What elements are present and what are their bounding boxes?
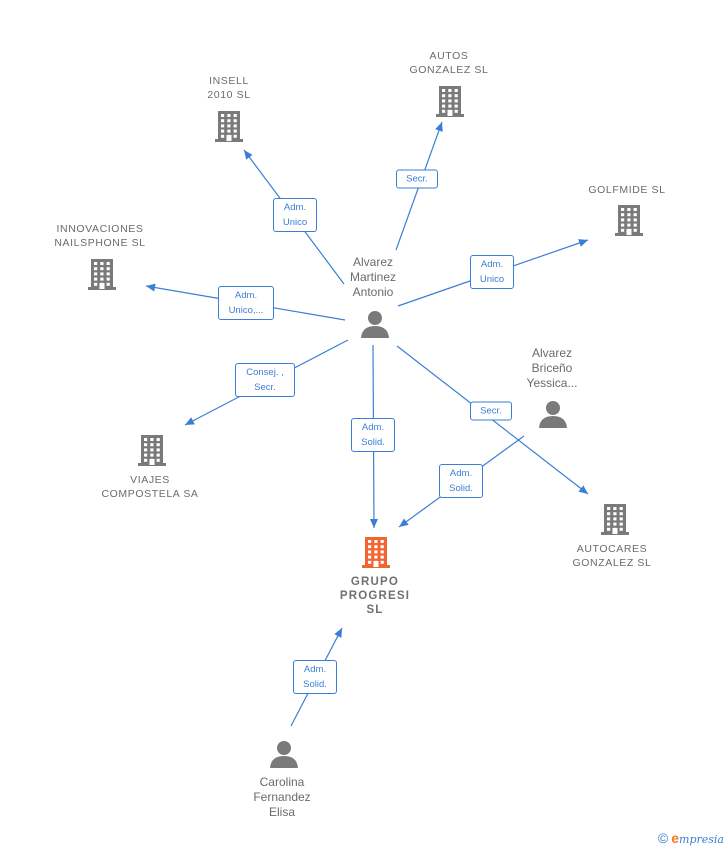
building-icon-viajes[interactable] <box>138 435 166 466</box>
building-icon-golfmide[interactable] <box>615 205 643 236</box>
edge-role-to-grupo-from-carolina[interactable]: Adm. Solid. <box>293 660 337 694</box>
brand-logo-text: mpresia <box>679 833 724 846</box>
edge-role-to-innovaciones[interactable]: Adm. Unico,... <box>218 286 274 320</box>
node-label-grupo-progresi[interactable]: GRUPO PROGRESI SL <box>339 576 411 616</box>
person-icon-alvarez-martinez[interactable] <box>361 311 389 338</box>
node-label-innovaciones[interactable]: INNOVACIONES NAILSPHONE SL <box>54 223 146 249</box>
footer-brand: ©empresia <box>658 830 724 846</box>
edge-role-to-golfmide[interactable]: Adm. Unico <box>470 255 514 289</box>
edge-role-to-viajes[interactable]: Consej. , Secr. <box>235 363 295 397</box>
edge-role-to-autocares[interactable]: Secr. <box>470 401 512 421</box>
edge-role-to-insell[interactable]: Adm. Unico <box>273 198 317 232</box>
person-icon-carolina[interactable] <box>270 741 298 768</box>
node-label-carolina[interactable]: Carolina Fernandez Elisa <box>253 775 311 819</box>
node-label-golfmide[interactable]: GOLFMIDE SL <box>588 184 666 196</box>
brand-logo-initial: e <box>671 830 680 846</box>
building-icon-insell[interactable] <box>215 111 243 142</box>
building-icon-autos-gonzalez[interactable] <box>436 86 464 117</box>
building-icon-autocares[interactable] <box>601 504 629 535</box>
node-label-autos-gonzalez[interactable]: AUTOS GONZALEZ SL <box>409 50 489 76</box>
edge-role-to-grupo-from-alvarez[interactable]: Adm. Solid. <box>351 418 395 452</box>
person-icon-alvarez-briceno[interactable] <box>539 401 567 428</box>
node-label-insell[interactable]: INSELL 2010 SL <box>207 75 251 101</box>
edge-role-to-grupo-from-briceno[interactable]: Adm. Solid. <box>439 464 483 498</box>
copyright-icon: © <box>657 830 669 846</box>
node-label-alvarez-briceno[interactable]: Alvarez Briceño Yessica... <box>526 346 578 390</box>
building-icon-grupo-progresi[interactable] <box>362 537 390 568</box>
building-icon-innovaciones[interactable] <box>88 259 116 290</box>
node-label-autocares[interactable]: AUTOCARES GONZALEZ SL <box>572 543 652 569</box>
node-label-viajes[interactable]: VIAJES COMPOSTELA SA <box>101 474 199 500</box>
node-label-alvarez-martinez[interactable]: Alvarez Martinez Antonio <box>349 255 397 299</box>
edge-role-to-autos[interactable]: Secr. <box>396 169 438 189</box>
